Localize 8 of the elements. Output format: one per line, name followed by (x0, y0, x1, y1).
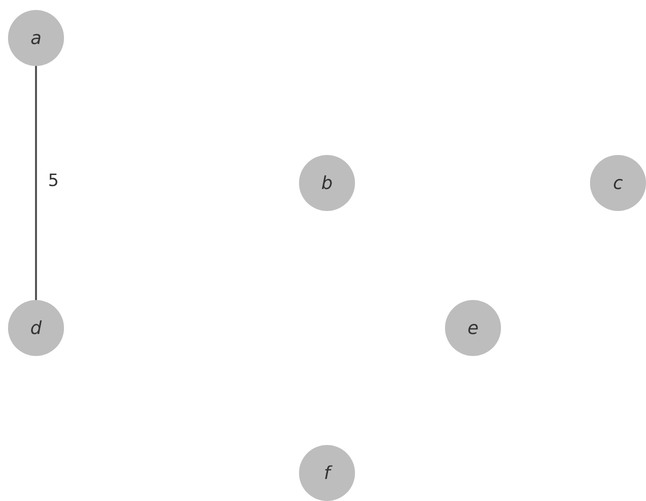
node-label: f (324, 462, 330, 484)
node-label: e (467, 318, 479, 338)
node-label: a (30, 28, 42, 48)
node-label: b (321, 172, 333, 194)
node-label: d (30, 318, 42, 338)
node-label: c (613, 172, 623, 194)
edge-label: 5 (48, 171, 59, 191)
connector-line (35, 66, 37, 300)
